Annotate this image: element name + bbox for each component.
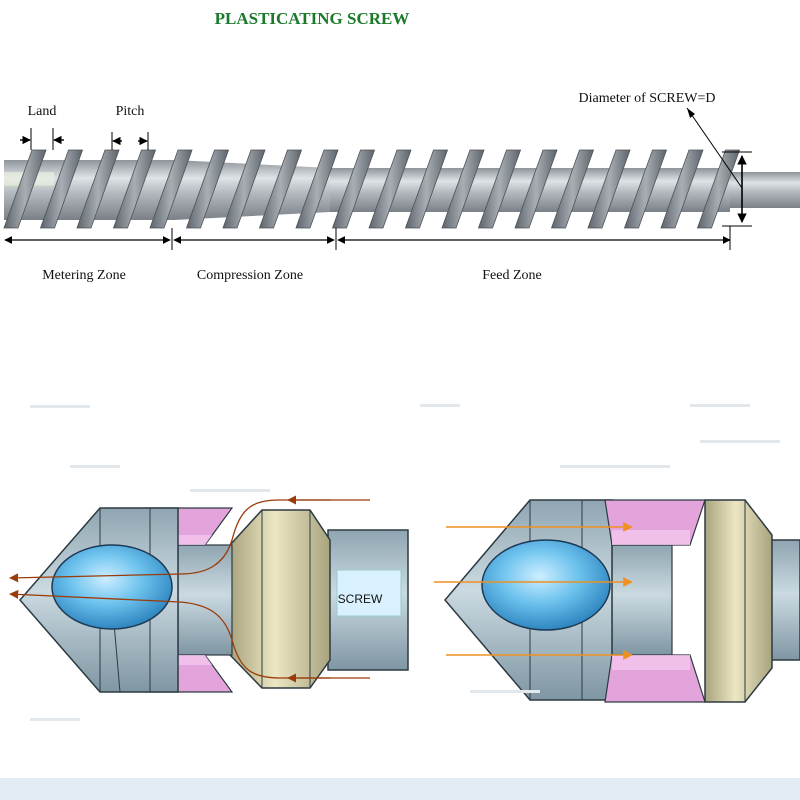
screw-flight (3, 149, 47, 229)
feed-zone-label: Feed Zone (482, 268, 541, 283)
land-label: Land (28, 104, 57, 119)
screw-label-box (336, 569, 402, 617)
pitch-dimension (111, 132, 149, 150)
screw-flight (660, 149, 704, 229)
background-specks (30, 404, 780, 721)
metering-zone-label: Metering Zone (42, 268, 126, 283)
screw-flight (331, 149, 376, 229)
diameter-dimension (686, 107, 752, 227)
pitch-label: Pitch (116, 104, 145, 119)
land-dimension (20, 128, 64, 150)
tip-ellipse (51, 544, 173, 630)
flow-arrows-injection (434, 522, 633, 660)
screw-flight (623, 149, 668, 229)
tip-ellipse-right (481, 539, 611, 631)
screw-flight (514, 149, 558, 229)
check-valve-closed (444, 499, 800, 703)
screw-flight (112, 149, 157, 229)
flow-arrows-forward (9, 495, 370, 683)
screw-flight (550, 149, 595, 229)
screw-flight (149, 149, 193, 229)
page-title: PLASTICATING SCREW (215, 9, 410, 28)
screw-flight (477, 149, 522, 229)
zone-dimensions (4, 226, 731, 250)
screw-flight (587, 149, 631, 229)
screw-flights (3, 149, 741, 229)
screw-flight (76, 149, 120, 229)
screw-flight (441, 149, 485, 229)
screw-flight (258, 149, 303, 229)
bottom-band (0, 778, 800, 800)
screw-flight (368, 149, 412, 229)
check-valve-open (19, 507, 409, 693)
diameter-label: Diameter of SCREW=D (579, 91, 716, 106)
screw-label: SCREW (338, 592, 383, 606)
screw-flight (222, 149, 266, 229)
screw-flight (185, 149, 230, 229)
screw-flight (295, 149, 339, 229)
screw-flight (404, 149, 449, 229)
screw-flight (39, 149, 84, 229)
compression-zone-label: Compression Zone (197, 268, 303, 283)
